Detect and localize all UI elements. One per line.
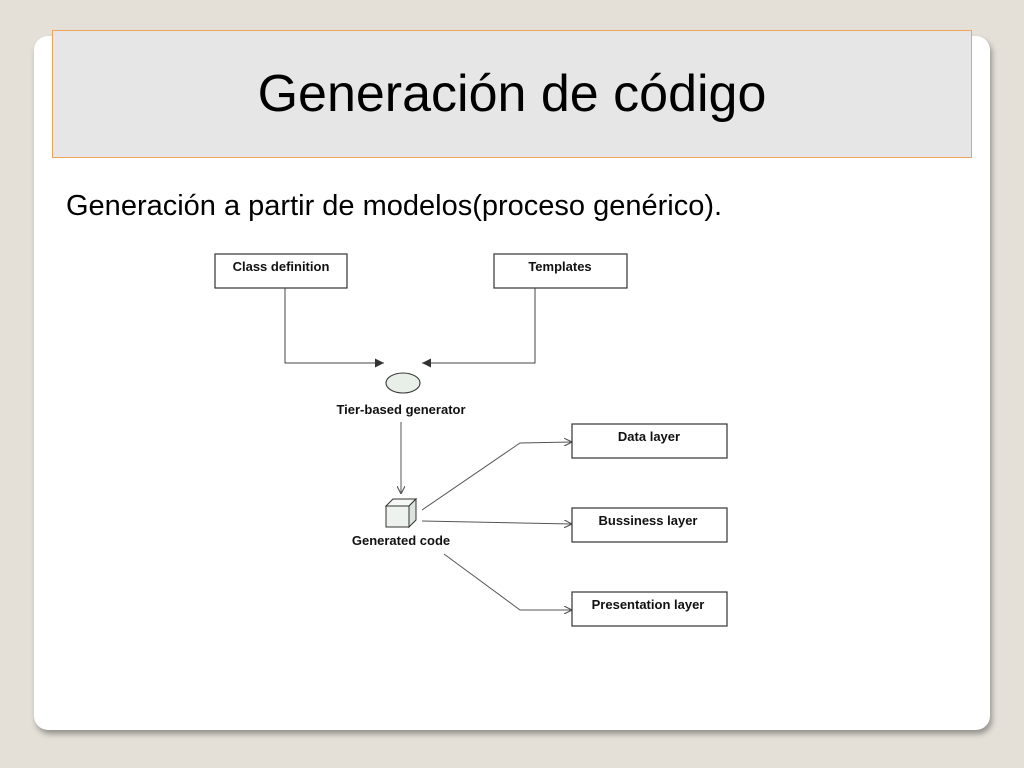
presentation-layer-label: Presentation layer <box>592 597 705 612</box>
class-definition-label: Class definition <box>233 259 330 274</box>
generator-node: Tier-based generator <box>336 372 466 417</box>
generated-code-node: Generated code <box>352 497 450 548</box>
templates-to-generator-connector <box>422 288 536 368</box>
generator-label: Tier-based generator <box>336 402 465 417</box>
title-banner: Generación de código <box>52 30 972 158</box>
code-to-business-connector <box>421 521 572 524</box>
slide-subtitle: Generación a partir de modelos(proceso g… <box>66 190 723 222</box>
business-layer-node: Bussiness layer <box>571 507 728 543</box>
data-layer-node: Data layer <box>571 423 728 459</box>
generated-code-label: Generated code <box>352 533 450 548</box>
class-to-generator-connector <box>284 288 384 368</box>
templates-label: Templates <box>528 259 591 274</box>
data-layer-label: Data layer <box>618 429 680 444</box>
slide-title: Generación de código <box>257 65 767 123</box>
cube-icon <box>384 497 418 529</box>
business-layer-label: Bussiness layer <box>598 513 697 528</box>
code-to-presentation-connector <box>443 553 572 610</box>
presentation-layer-node: Presentation layer <box>571 591 728 627</box>
code-to-data-connector <box>421 442 572 511</box>
class-definition-node: Class definition <box>214 253 348 289</box>
templates-node: Templates <box>493 253 628 289</box>
